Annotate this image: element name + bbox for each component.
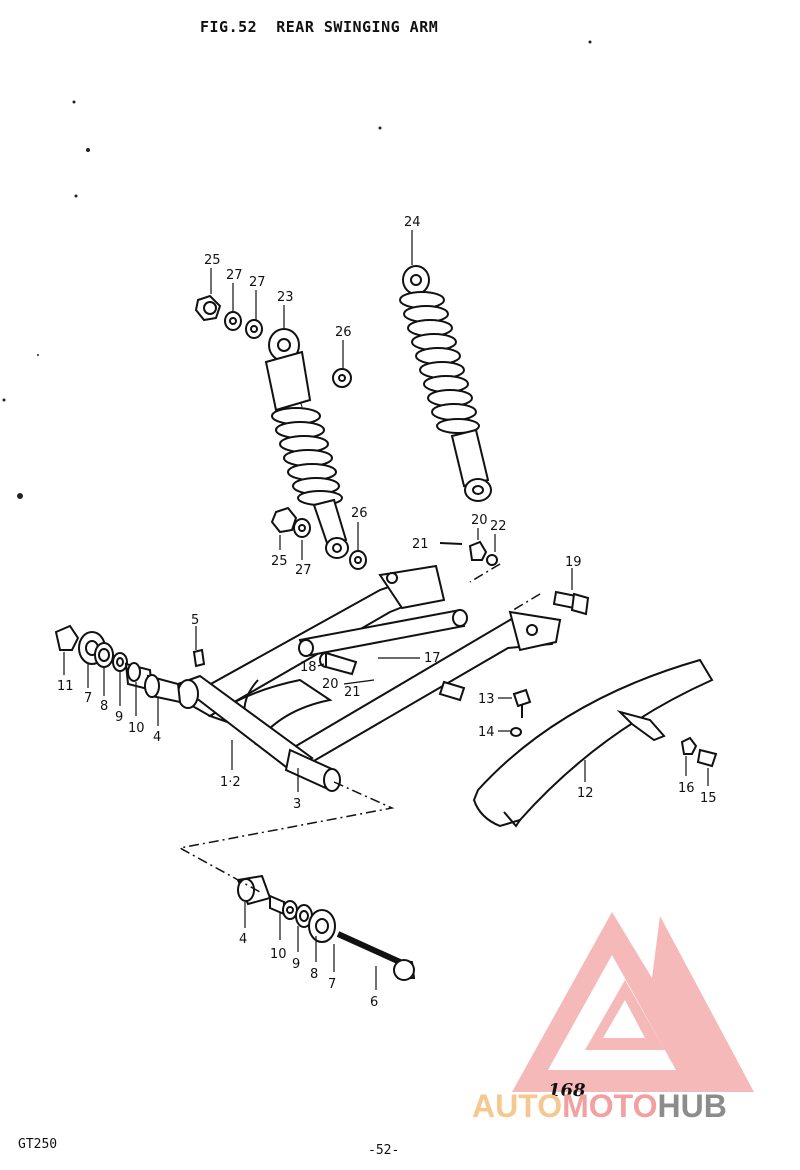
callout-19: 19 (565, 555, 582, 570)
leader-lines (63, 230, 709, 990)
bolt-18 (319, 651, 358, 676)
watermark-moto: MOTO (562, 1088, 658, 1124)
chain-case-12 (472, 658, 714, 828)
reference-number: 168 (548, 1080, 586, 1101)
shock-absorber-23 (264, 328, 349, 559)
shock-mount-hardware-upper (194, 294, 498, 570)
callout-4: 4 (153, 730, 161, 745)
callout-7: 7 (328, 977, 336, 992)
bolt-19 (552, 590, 590, 616)
screw-15-washer-16 (680, 736, 718, 768)
pivot-hardware-left (54, 624, 182, 704)
assembly-lines (177, 563, 541, 893)
callout-27: 27 (226, 268, 243, 283)
callout-25: 25 (204, 253, 221, 268)
watermark-text: AUTOMOTOHUB (472, 1088, 727, 1125)
callout-6: 6 (370, 995, 378, 1010)
callout-9: 9 (115, 710, 123, 725)
callout-11: 11 (57, 679, 74, 694)
model-label: GT250 (18, 1137, 58, 1152)
watermark-auto: AUTO (472, 1088, 563, 1124)
callout-10: 10 (128, 721, 145, 736)
pivot-hardware-lower (236, 874, 416, 981)
callout-5: 5 (191, 613, 199, 628)
callout-12: 12 (577, 786, 594, 801)
callout-15: 15 (700, 791, 717, 806)
callout-3: 3 (293, 797, 301, 812)
callout-18: 18 (300, 660, 317, 675)
callout-23: 23 (277, 290, 294, 305)
torque-link-17 (298, 608, 468, 658)
page-number: -52- (368, 1143, 400, 1158)
callout-24: 24 (404, 215, 421, 230)
watermark-logo (512, 912, 754, 1092)
figure-title: FIG.52 REAR SWINGING ARM (200, 18, 439, 36)
callout-17: 17 (424, 651, 441, 666)
shock-absorber-24 (399, 265, 492, 502)
callout-21: 21 (412, 537, 429, 552)
callout-27: 27 (295, 563, 312, 578)
callout-4: 4 (239, 932, 247, 947)
callout-26: 26 (351, 506, 368, 521)
callout-7: 7 (84, 691, 92, 706)
swinging-arm-1-2 (175, 564, 562, 792)
callout-10: 10 (270, 947, 287, 962)
callout-21: 21 (344, 685, 361, 700)
grease-nipple-5 (192, 648, 206, 668)
callout-25: 25 (271, 554, 288, 569)
callout-13: 13 (478, 692, 495, 707)
callout-16: 16 (678, 781, 695, 796)
callout-labels: 25 27 27 23 26 24 26 25 27 20 22 21 19 5… (57, 215, 717, 1010)
watermark-hub: HUB (657, 1088, 727, 1124)
callout-8: 8 (100, 699, 108, 714)
callout-26: 26 (335, 325, 352, 340)
callout-27: 27 (249, 275, 266, 290)
callout-20: 20 (471, 513, 488, 528)
callout-1-2: 1·2 (220, 775, 241, 790)
bolt-13 (438, 680, 532, 737)
callout-9: 9 (292, 957, 300, 972)
scan-specks (2, 40, 592, 499)
callout-20: 20 (322, 677, 339, 692)
callout-14: 14 (478, 725, 495, 740)
callout-22: 22 (490, 519, 507, 534)
callout-8: 8 (310, 967, 318, 982)
